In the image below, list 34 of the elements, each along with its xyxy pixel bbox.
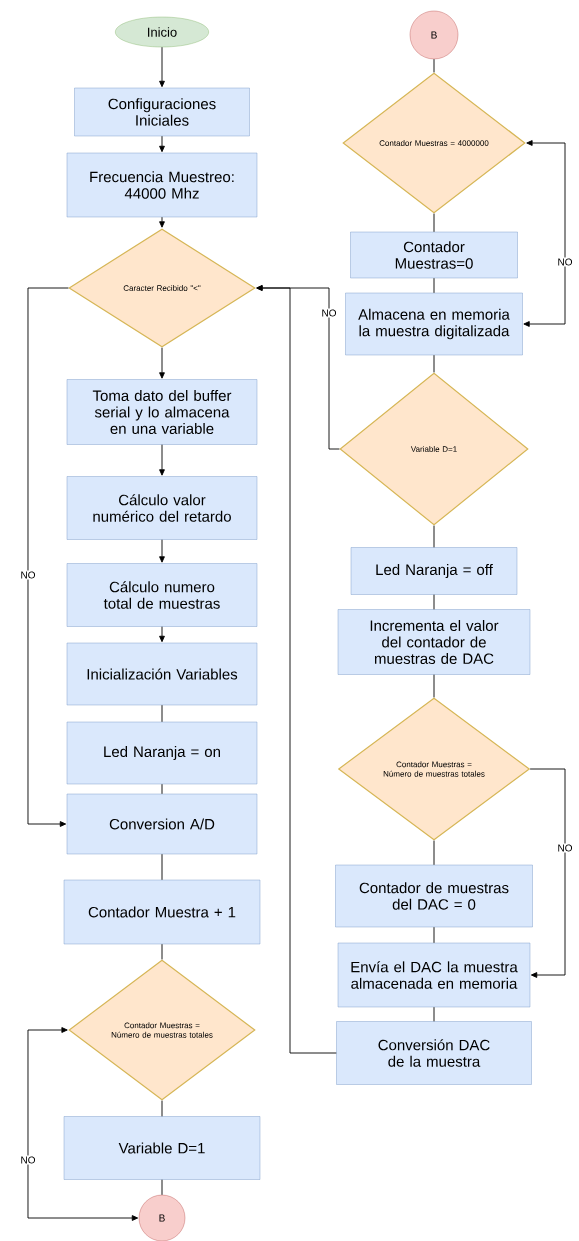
process-box: Cálculo valor numérico del retardo xyxy=(66,476,258,540)
arrow xyxy=(256,285,337,1054)
process-box: Toma dato del buffer serial y lo almacena en una variable xyxy=(66,379,258,445)
process-box: Contador de muestras del DAC = 0 xyxy=(335,864,533,928)
arrow xyxy=(159,539,165,563)
process-box: Conversión DAC de la muestra xyxy=(336,1021,532,1085)
arrow xyxy=(27,287,69,827)
process-box: Cálculo numero total de muestras xyxy=(66,563,258,627)
arrow xyxy=(159,135,165,153)
process-box: Incrementa el valor del contador de muestras de DAC xyxy=(337,609,531,675)
edge-label: NO xyxy=(320,308,338,318)
edge-label: NO xyxy=(19,570,37,580)
process-box: Led Naranja = off xyxy=(350,547,518,595)
edge-label: NO xyxy=(556,257,574,267)
arrow xyxy=(159,216,165,228)
process-box: Led Naranja = on xyxy=(66,721,258,785)
process-box: Frecuencia Muestreo: 44000 Mhz xyxy=(66,152,258,218)
edge-label: NO xyxy=(556,843,574,853)
arrow xyxy=(27,1027,139,1221)
process-box: Contador Muestra + 1 xyxy=(63,879,261,945)
arrow xyxy=(159,46,165,88)
edge-label: NO xyxy=(19,1155,37,1165)
process-box: Conversion A/D xyxy=(66,793,258,855)
process-box: Inicialización Variables xyxy=(66,642,258,706)
arrow xyxy=(523,140,566,327)
process-box: Almacena en memoria la muestra digitalizada xyxy=(345,292,523,356)
process-box: Contador Muestras=0 xyxy=(350,231,518,279)
process-box: Envía el DAC la muestra almacenada en memoria xyxy=(337,942,531,1008)
process-box: Variable D=1 xyxy=(63,1116,261,1180)
arrow xyxy=(159,444,165,476)
arrow xyxy=(159,347,165,379)
process-box: Configuraciones Iniciales xyxy=(74,87,250,137)
arrow xyxy=(159,626,165,643)
arrow xyxy=(529,768,566,978)
